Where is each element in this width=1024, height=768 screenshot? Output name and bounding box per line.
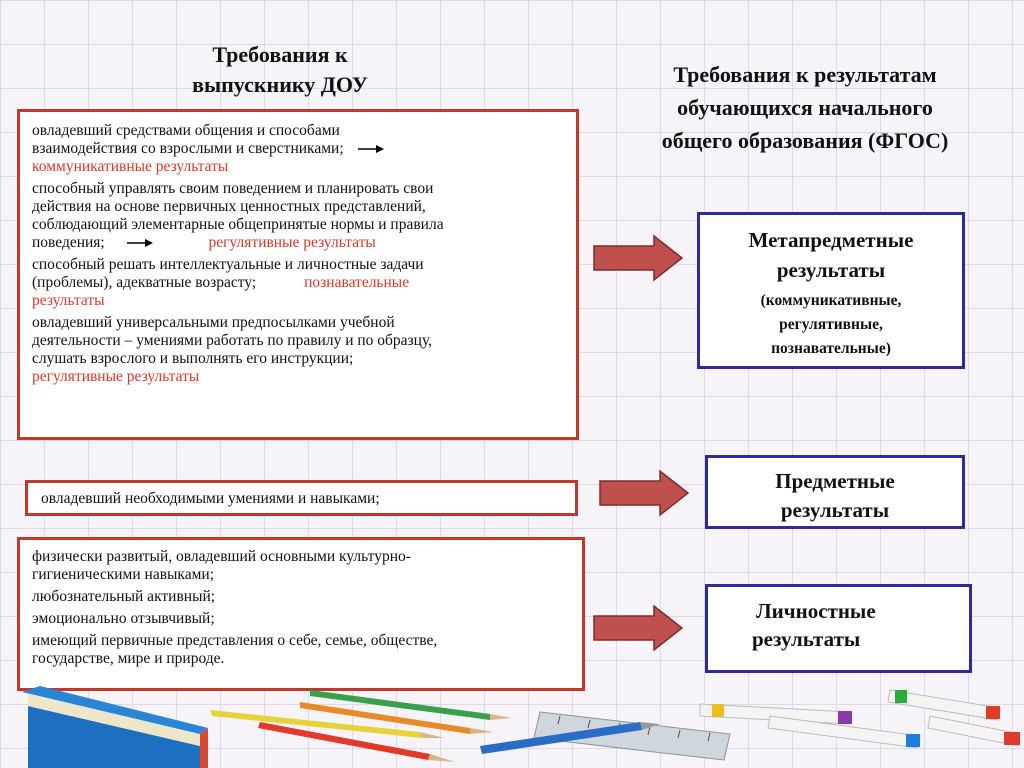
metasubject-results-title: результаты bbox=[776, 258, 886, 282]
graduate-requirements-box-2: овладевший необходимыми умениями и навык… bbox=[25, 480, 578, 516]
requirement-item: имеющий первичные представления о себе, … bbox=[32, 632, 438, 667]
graduate-requirements-box-3: физически развитый, овладевший основными… bbox=[17, 537, 585, 691]
pencil-icon bbox=[210, 710, 445, 738]
left-title-line: выпускнику ДОУ bbox=[192, 72, 368, 97]
marker-icon bbox=[767, 715, 921, 749]
requirement-item: способный решать интеллектуальные и личн… bbox=[32, 256, 424, 309]
right-title-line: Требования к результатам bbox=[673, 62, 937, 87]
marker-icon bbox=[887, 689, 1001, 721]
personal-results-title: Личностные bbox=[756, 599, 876, 623]
result-label: коммуникативные результаты bbox=[32, 158, 229, 175]
requirement-item: способный управлять своим поведением и п… bbox=[32, 180, 444, 251]
requirement-item: физически развитый, овладевший основными… bbox=[32, 548, 411, 583]
subject-results-title: Предметные bbox=[775, 469, 895, 493]
subject-results-title: результаты bbox=[780, 498, 890, 522]
result-label: познавательные bbox=[304, 274, 410, 291]
result-label: регулятивные результаты bbox=[208, 234, 376, 251]
metasubject-results-box: Метапредметные результаты (коммуникативн… bbox=[697, 212, 965, 369]
result-label: результаты bbox=[32, 292, 105, 309]
arrow-right-icon bbox=[126, 239, 153, 248]
block-arrow-icon bbox=[599, 469, 690, 517]
left-title: Требования к выпускнику ДОУ bbox=[130, 40, 430, 100]
arrow-right-icon bbox=[357, 145, 384, 154]
metasubject-results-sub: регулятивные, bbox=[779, 316, 883, 333]
right-title-line: обучающихся начального bbox=[677, 95, 933, 120]
metasubject-results-sub: познавательные) bbox=[771, 340, 891, 357]
requirement-item: овладевший средствами общения и способам… bbox=[32, 122, 568, 176]
subject-results-box: Предметные результаты bbox=[705, 455, 965, 529]
pencil-icon bbox=[258, 722, 455, 762]
right-title-line: общего образования (ФГОС) bbox=[661, 128, 949, 153]
requirement-item: эмоционально отзывчивый; bbox=[32, 610, 215, 627]
book-icon bbox=[22, 686, 208, 768]
requirement-item: овладевший универсальными предпосылками … bbox=[32, 314, 433, 385]
left-title-line: Требования к bbox=[212, 42, 348, 67]
pencil-icon bbox=[310, 690, 512, 720]
marker-icon bbox=[927, 715, 1021, 747]
metasubject-results-title: Метапредметные bbox=[748, 228, 914, 252]
marker-icon bbox=[699, 703, 852, 725]
requirement-item: овладевший необходимыми умениями и навык… bbox=[41, 490, 380, 507]
block-arrow-icon bbox=[593, 234, 684, 282]
block-arrow-icon bbox=[593, 604, 684, 652]
right-title: Требования к результатам обучающихся нач… bbox=[600, 58, 1010, 157]
graduate-requirements-box-1: овладевший средствами общения и способам… bbox=[17, 109, 579, 440]
ruler-icon bbox=[533, 711, 731, 761]
personal-results-title: результаты bbox=[752, 627, 861, 651]
personal-results-box: Личностные результаты bbox=[705, 584, 972, 673]
metasubject-results-sub: (коммуникативные, bbox=[760, 292, 902, 309]
pen-icon bbox=[480, 722, 660, 754]
pencil-icon bbox=[300, 702, 494, 734]
requirement-item: любознательный активный; bbox=[32, 588, 216, 605]
school-supplies-illustration bbox=[22, 686, 1021, 768]
result-label: регулятивные результаты bbox=[32, 368, 200, 385]
